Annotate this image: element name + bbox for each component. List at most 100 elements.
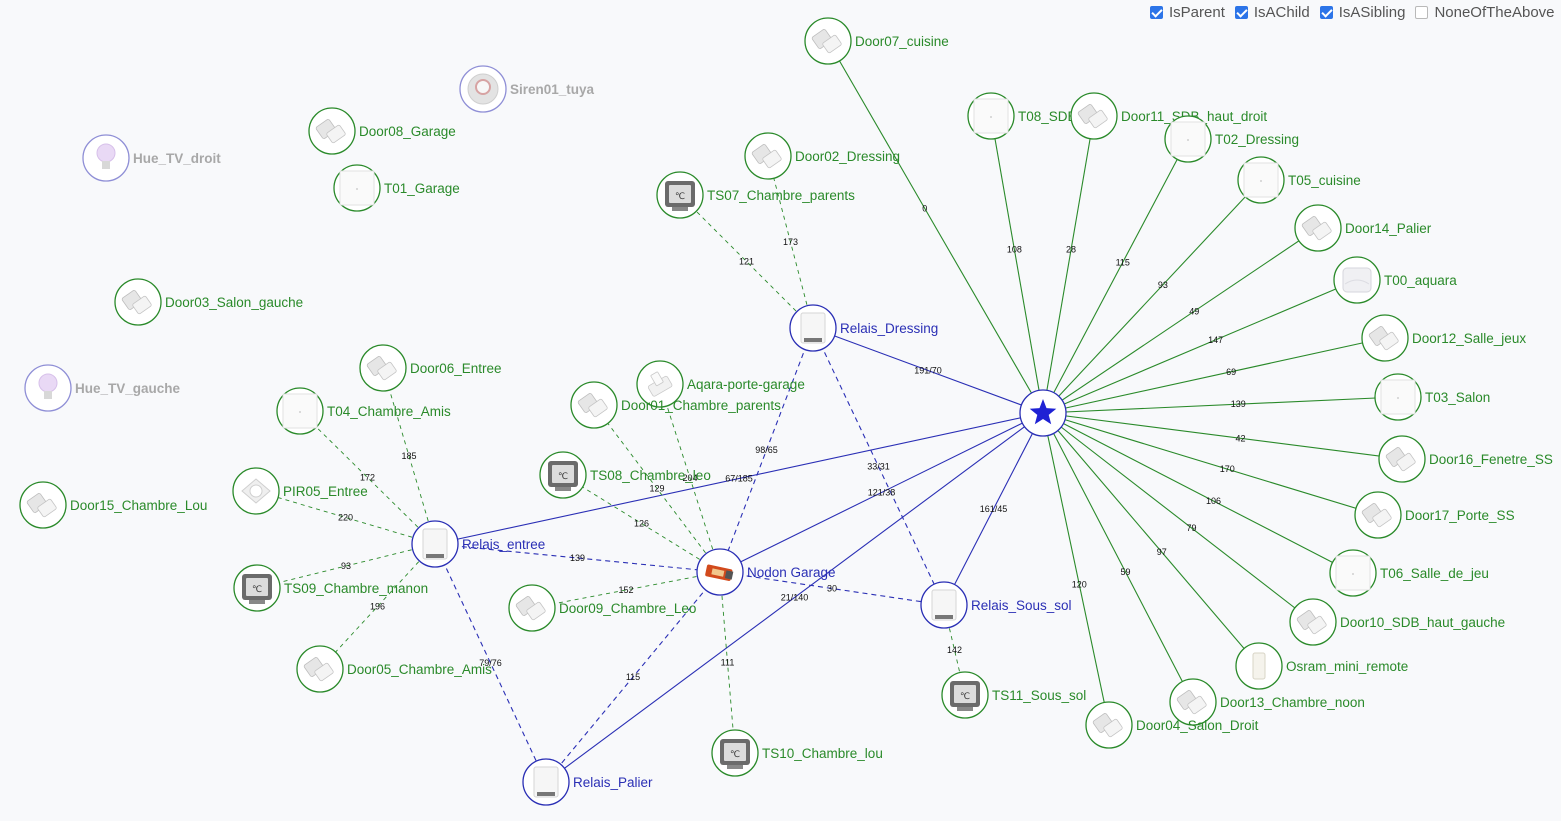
node-hue_droit[interactable]: Hue_TV_droit — [82, 134, 221, 182]
edge-label: 21/140 — [781, 593, 809, 603]
door-sensor-icon — [1301, 216, 1332, 241]
node-aqara_pg[interactable]: Aqara-porte-garage — [636, 360, 805, 408]
isparent-label: IsParent — [1169, 3, 1225, 21]
edge-r_entree-door06 — [382, 367, 436, 545]
edge-r_dressing-door02 — [767, 155, 814, 329]
door-sensor-icon — [1361, 503, 1392, 528]
edge-coord-t05 — [1042, 179, 1262, 414]
node-door09[interactable]: Door09_Chambre_Leo — [508, 584, 696, 632]
door-sensor-icon — [366, 356, 397, 381]
node-door04[interactable]: Door04_Salon_Droit — [1085, 701, 1259, 749]
node-hue_gauche[interactable]: Hue_TV_gauche — [24, 364, 181, 412]
node-door13[interactable]: Door13_Chambre_noon — [1169, 678, 1365, 726]
edge-r_entree-r_palier — [434, 543, 547, 783]
edge-label: 67/185 — [725, 474, 753, 484]
node-door08[interactable]: Door08_Garage — [308, 107, 456, 155]
edge-label: 42 — [1235, 433, 1245, 443]
edge-coord-r_entree — [434, 412, 1044, 545]
node-label: T06_Salle_de_jeu — [1380, 566, 1489, 581]
node-label: TS10_Chambre_lou — [762, 746, 883, 761]
node-coord[interactable] — [1019, 389, 1067, 437]
node-label: Relais_Palier — [573, 775, 653, 790]
node-label: PIR05_Entree — [283, 484, 368, 499]
edge-coord-door04 — [1042, 412, 1110, 726]
filter-bar: IsParent IsAChild IsASibling NoneOfTheAb… — [1150, 2, 1555, 22]
relay-module-icon — [533, 766, 559, 798]
node-label: Nodon Garage — [747, 565, 836, 580]
door-sensor-icon — [1368, 326, 1399, 351]
node-label: TS11_Sous_sol — [992, 688, 1086, 703]
edge-label: 191/70 — [914, 366, 942, 376]
edge-label: 173 — [783, 237, 798, 247]
node-label: Door14_Palier — [1345, 221, 1432, 236]
node-label: Door09_Chambre_Leo — [559, 601, 696, 616]
node-r_soussol[interactable]: Relais_Sous_sol — [920, 581, 1072, 629]
node-siren01[interactable]: Siren01_tuya — [459, 65, 595, 113]
node-door17[interactable]: Door17_Porte_SS — [1354, 491, 1515, 539]
isachild-checkbox[interactable] — [1234, 5, 1248, 19]
node-t04[interactable]: T04_Chambre_Amis — [276, 387, 451, 435]
node-door15[interactable]: Door15_Chambre_Lou — [19, 481, 207, 529]
node-nodon[interactable]: Nodon Garage — [696, 548, 836, 596]
edge-label: 172 — [360, 473, 375, 483]
filter-isachild[interactable]: IsAChild — [1234, 4, 1310, 21]
node-label: Door15_Chambre_Lou — [70, 498, 207, 513]
node-door10[interactable]: Door10_SDB_haut_gauche — [1289, 598, 1505, 646]
filter-noneoftheabove[interactable]: NoneOfTheAbove — [1415, 3, 1555, 21]
node-pir05[interactable]: PIR05_Entree — [232, 467, 368, 515]
node-r_dressing[interactable]: Relais_Dressing — [789, 304, 938, 352]
node-label: TS08_Chambre_leo — [590, 468, 711, 483]
node-t00[interactable]: T00_aquara — [1333, 256, 1457, 304]
door-sensor-icon — [315, 119, 346, 144]
node-door16[interactable]: Door16_Fenetre_SS — [1378, 435, 1553, 483]
edge-label: 220 — [338, 513, 353, 523]
node-t03[interactable]: T03_Salon — [1374, 373, 1490, 421]
node-r_palier[interactable]: Relais_Palier — [522, 758, 653, 806]
node-r_entree[interactable]: Relais_entree — [411, 520, 545, 568]
node-osram[interactable]: Osram_mini_remote — [1235, 642, 1408, 690]
noneoftheabove-checkbox[interactable] — [1415, 5, 1429, 19]
node-t02[interactable]: T02_Dressing — [1164, 115, 1299, 163]
remote-icon — [1252, 652, 1266, 680]
node-door14[interactable]: Door14_Palier — [1294, 204, 1432, 252]
door-sensor-icon — [1092, 713, 1123, 738]
thermometer-icon: ℃ — [548, 461, 578, 491]
node-t06[interactable]: T06_Salle_de_jeu — [1329, 549, 1489, 597]
node-door05[interactable]: Door05_Chambre_Amis — [296, 645, 492, 693]
filter-isparent[interactable]: IsParent — [1150, 4, 1225, 21]
node-door12[interactable]: Door12_Salle_jeux — [1361, 314, 1526, 362]
aqara-sensor-icon — [647, 371, 673, 397]
svg-text:℃: ℃ — [675, 191, 685, 201]
node-ts08[interactable]: ℃ TS08_Chambre_leo — [539, 451, 711, 499]
svg-text:℃: ℃ — [558, 471, 568, 481]
noneoftheabove-label: NoneOfTheAbove — [1434, 3, 1555, 21]
edge-label: 49 — [1189, 306, 1199, 316]
edge-label: 30 — [827, 584, 837, 594]
isasibling-checkbox[interactable] — [1319, 5, 1333, 19]
edge-label: 196 — [370, 602, 385, 612]
filter-isasibling[interactable]: IsASibling — [1319, 4, 1405, 21]
node-door06[interactable]: Door06_Entree — [359, 344, 502, 392]
node-door03[interactable]: Door03_Salon_gauche — [114, 278, 303, 326]
node-label: Door10_SDB_haut_gauche — [1340, 615, 1505, 630]
edge-r_entree-nodon — [434, 543, 721, 573]
node-label: Door08_Garage — [359, 124, 456, 139]
node-t05[interactable]: T05_cuisine — [1237, 156, 1361, 204]
edge-label: 185 — [401, 451, 416, 461]
edge-coord-door14 — [1042, 227, 1319, 414]
node-door01[interactable]: Door01_Chambre_parents — [570, 381, 781, 429]
edge-label: 98/65 — [755, 445, 778, 455]
isparent-checkbox[interactable] — [1150, 5, 1163, 19]
switch-icon — [973, 98, 1009, 134]
switch-icon — [1243, 162, 1279, 198]
edge-coord-r_soussol — [943, 412, 1044, 606]
node-door07[interactable]: Door07_cuisine — [804, 17, 949, 65]
node-door02[interactable]: Door02_Dressing — [744, 132, 900, 180]
node-t01[interactable]: T01_Garage — [333, 164, 460, 212]
